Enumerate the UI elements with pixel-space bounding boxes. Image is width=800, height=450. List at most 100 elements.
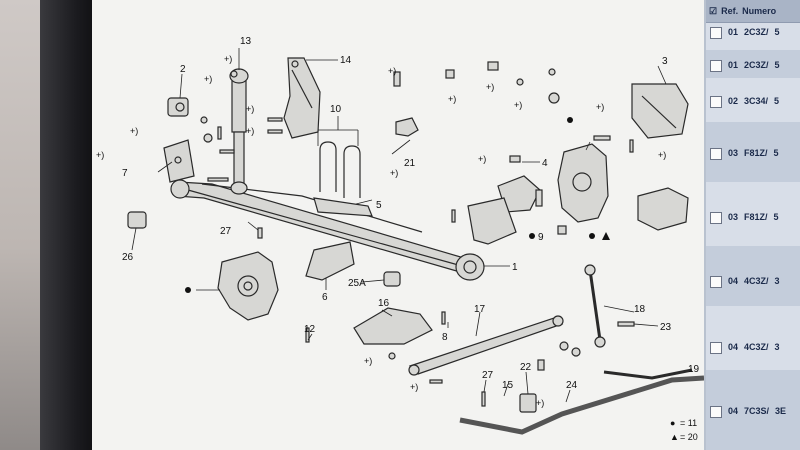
- callout-22: 22: [520, 362, 532, 373]
- row-checkbox[interactable]: [710, 27, 722, 39]
- parts-row[interactable]: 04 7C3S/ 3E: [706, 406, 800, 418]
- part-bracket-21[interactable]: [395, 117, 419, 137]
- diagram-legend: ● = 11 ▲ = 20: [670, 418, 698, 442]
- callout-21: 21: [404, 158, 416, 169]
- parts-row[interactable]: 04 4C3Z/ 3: [706, 276, 800, 288]
- row-checkbox[interactable]: [710, 342, 722, 354]
- part-shock-absorber[interactable]: [229, 68, 249, 195]
- part-leaf-spring[interactable]: [170, 179, 485, 281]
- svg-text:+): +): [448, 94, 456, 104]
- row-ref: 01: [728, 60, 739, 70]
- monitor-bezel: [40, 0, 92, 450]
- part-steering-knuckle-left[interactable]: [217, 251, 279, 321]
- part-u-bolts[interactable]: [319, 141, 361, 198]
- row-checkbox[interactable]: [710, 276, 722, 288]
- part-bushing-25a[interactable]: [127, 211, 147, 229]
- callout-25: 25A: [348, 278, 366, 289]
- svg-text:+): +): [246, 104, 254, 114]
- parts-diagram: 13 14 2 7 10 5 1 4 3 26 25A 6 27 16 17 1…: [92, 0, 704, 450]
- row-checkbox[interactable]: [710, 96, 722, 108]
- parts-row[interactable]: 01 2C3Z/ 5: [706, 27, 800, 39]
- row-code: F81Z/: [744, 148, 768, 158]
- part-bushing-25[interactable]: [383, 271, 401, 287]
- row-ref: 03: [728, 148, 739, 158]
- callout-16: 16: [378, 298, 390, 309]
- diagram-canvas: 13 14 2 7 10 5 1 4 3 26 25A 6 27 16 17 1…: [96, 36, 704, 442]
- parts-row[interactable]: 03 F81Z/ 5: [706, 148, 800, 160]
- part-bump-stop[interactable]: [167, 97, 189, 117]
- header-check-icon: ☑: [709, 5, 718, 16]
- callout-15: 15: [502, 380, 514, 391]
- part-shock-bracket[interactable]: [283, 57, 321, 139]
- callout-27: 27: [482, 370, 494, 381]
- callout-14: 14: [340, 55, 352, 66]
- svg-text:+): +): [364, 356, 372, 366]
- part-track-bar-17[interactable]: [408, 315, 564, 376]
- parts-row[interactable]: 04 4C3Z/ 3: [706, 342, 800, 354]
- row-extra: 5: [773, 212, 779, 222]
- row-checkbox[interactable]: [710, 60, 722, 72]
- row-ref: 01: [728, 27, 739, 37]
- row-checkbox[interactable]: [710, 148, 722, 160]
- part-bushing-22[interactable]: [519, 393, 537, 413]
- svg-text:+): +): [130, 126, 138, 136]
- parts-row[interactable]: 03 F81Z/ 5: [706, 212, 800, 224]
- part-sway-link-18[interactable]: [584, 264, 606, 348]
- screen: 13 14 2 7 10 5 1 4 3 26 25A 6 27 16 17 1…: [92, 0, 800, 450]
- callout-12: 12: [304, 324, 316, 335]
- callout-2: 2: [180, 64, 186, 75]
- row-code: 7C3S/: [744, 406, 770, 416]
- legend-dot-text: = 11: [680, 418, 697, 428]
- svg-text:+): +): [388, 66, 396, 76]
- row-extra: 3: [774, 342, 780, 352]
- callout-8: 8: [442, 332, 448, 343]
- svg-text:+): +): [390, 168, 398, 178]
- callout-23: 23: [660, 322, 672, 333]
- svg-text:+): +): [514, 100, 522, 110]
- parts-row[interactable]: 02 3C34/ 5: [706, 96, 800, 108]
- row-code: 4C3Z/: [744, 276, 769, 286]
- hardware-fasteners: [200, 61, 635, 407]
- legend-dot-symbol: ●: [670, 418, 675, 428]
- row-extra: 3E: [775, 406, 787, 416]
- part-spring-hanger[interactable]: [163, 139, 195, 183]
- parts-list-header: ☑ Ref. Numero: [706, 0, 800, 23]
- svg-text:+): +): [410, 382, 418, 392]
- part-axle-seat[interactable]: [305, 241, 355, 281]
- header-ref[interactable]: Ref.: [721, 6, 739, 16]
- part-bolt-26[interactable]: [257, 227, 263, 239]
- part-upper-mount-3[interactable]: [631, 83, 689, 139]
- callout-6: 6: [322, 292, 328, 303]
- svg-text:+): +): [478, 154, 486, 164]
- row-extra: 5: [773, 148, 779, 158]
- row-ref: 04: [728, 342, 739, 352]
- row-code: 2C3Z/: [744, 27, 769, 37]
- header-number[interactable]: Numero: [742, 6, 777, 16]
- row-extra: 5: [774, 96, 780, 106]
- part-mount-right[interactable]: [637, 187, 689, 231]
- leader-lines: [131, 48, 667, 403]
- part-steering-knuckle-right[interactable]: [467, 143, 609, 245]
- callout-7: 7: [122, 168, 128, 179]
- callout-26: 27: [220, 226, 232, 237]
- row-extra: 5: [774, 60, 780, 70]
- plus-markers: +) +) +) +) +) +) +) +) +) +) +) +) +) +…: [96, 54, 666, 408]
- parts-row[interactable]: 01 2C3Z/ 5: [706, 60, 800, 72]
- callout-19: 19: [688, 364, 700, 375]
- row-checkbox[interactable]: [710, 406, 722, 418]
- marker-symbols: [185, 117, 610, 293]
- callout-17: 17: [474, 304, 486, 315]
- parts-list-panel: ☑ Ref. Numero 01 2C3Z/ 5 01 2C3Z/ 5 02 3…: [704, 0, 800, 450]
- svg-text:+): +): [596, 102, 604, 112]
- callout-18: 18: [634, 304, 646, 315]
- svg-text:+): +): [224, 54, 232, 64]
- part-ubolt-plate[interactable]: [313, 197, 373, 217]
- row-checkbox[interactable]: [710, 212, 722, 224]
- row-extra: 5: [774, 27, 780, 37]
- svg-text:+): +): [658, 150, 666, 160]
- part-stabilizer-bar-24[interactable]: [459, 368, 704, 435]
- svg-text:+): +): [536, 398, 544, 408]
- row-ref: 04: [728, 406, 739, 416]
- part-lower-bracket-16[interactable]: [353, 307, 433, 345]
- callout-13: 13: [240, 36, 252, 47]
